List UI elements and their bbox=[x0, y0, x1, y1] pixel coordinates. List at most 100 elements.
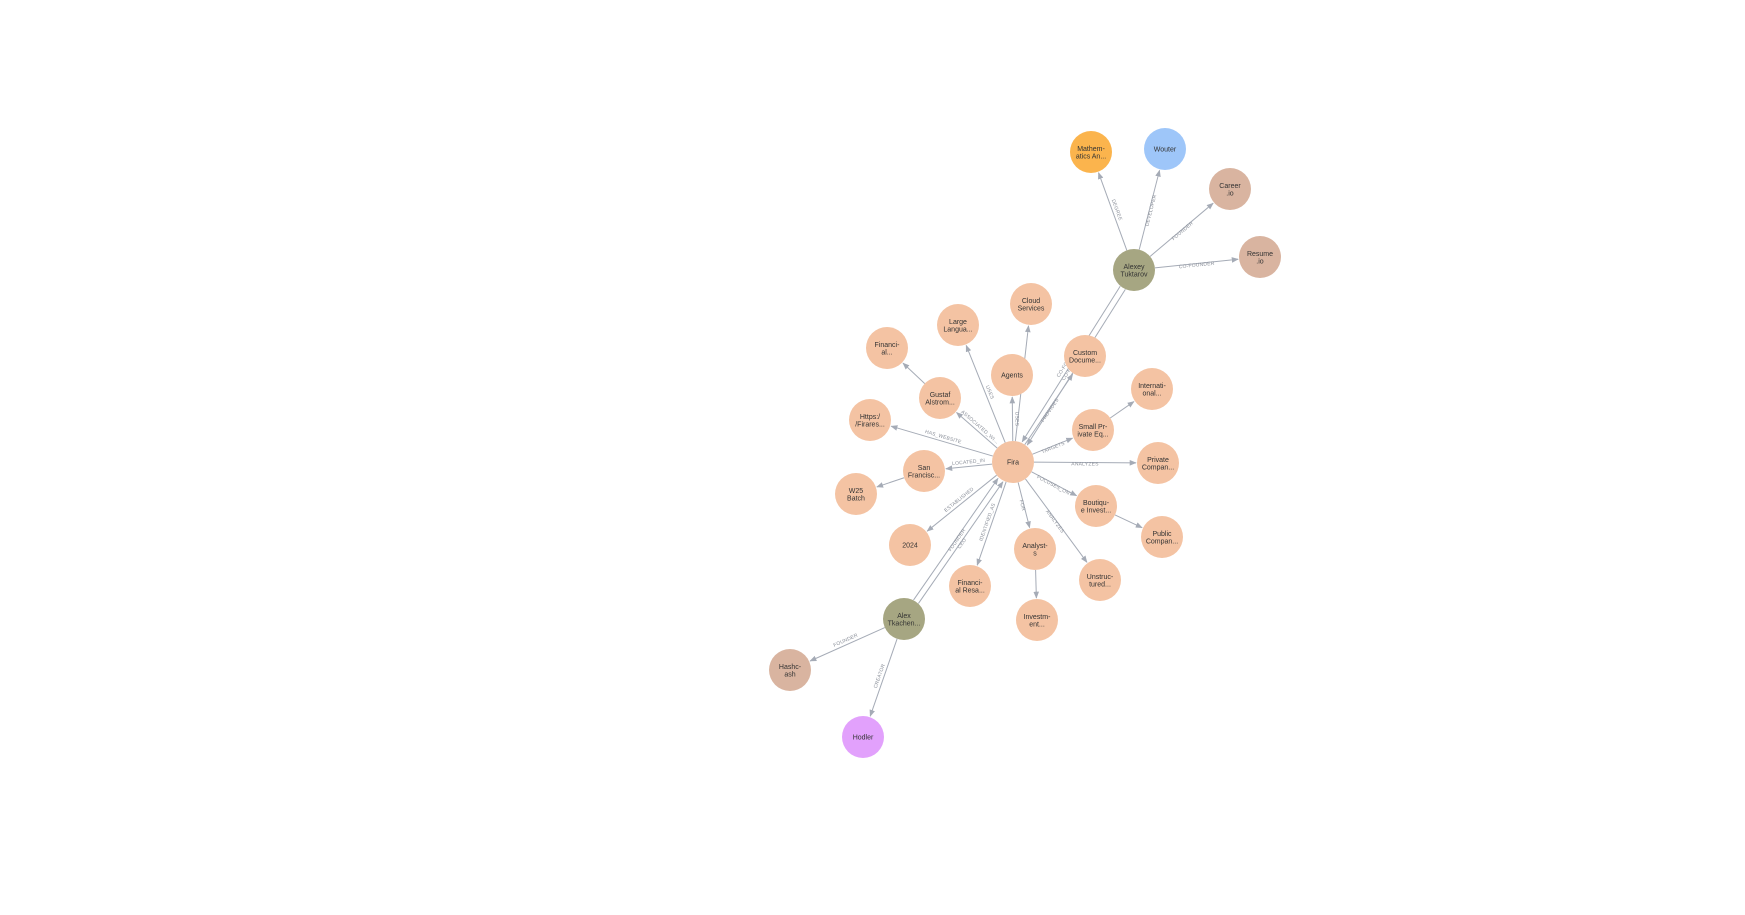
edge-label: ANALYZES bbox=[1044, 509, 1065, 535]
edge-fira-financial2[interactable]: IDENTIFIED_AS bbox=[976, 481, 1007, 566]
edge-label: IDENTIFIED_AS bbox=[979, 502, 998, 542]
node-circle[interactable] bbox=[1131, 368, 1173, 410]
node-https[interactable]: Https://Firares... bbox=[849, 399, 891, 441]
node-agents[interactable]: Agents bbox=[991, 354, 1033, 396]
node-circle[interactable] bbox=[883, 598, 925, 640]
edge-line bbox=[1033, 569, 1040, 599]
node-hashcash[interactable]: Hashc-ash bbox=[769, 649, 811, 691]
node-circle[interactable] bbox=[1010, 283, 1052, 325]
node-circle[interactable] bbox=[1016, 599, 1058, 641]
edge-fira-boutique[interactable]: FOCUSES_ON bbox=[1031, 471, 1078, 497]
edge-label: ANALYZES bbox=[1071, 461, 1099, 467]
edge-label: TARGETS bbox=[1041, 441, 1067, 456]
node-math[interactable]: Mathem-atics An... bbox=[1070, 131, 1112, 173]
node-large[interactable]: LargeLangua... bbox=[937, 304, 979, 346]
edge-line bbox=[890, 425, 993, 457]
node-circle[interactable] bbox=[1144, 128, 1186, 170]
node-private[interactable]: PrivateCompan... bbox=[1137, 442, 1179, 484]
edge-fira-smallpe[interactable]: TARGETS bbox=[1032, 437, 1074, 456]
edge-analysts-investment[interactable] bbox=[1033, 569, 1040, 599]
node-circle[interactable] bbox=[842, 716, 884, 758]
edge-label: FOR bbox=[1018, 499, 1027, 511]
edge-fira-gustaf[interactable]: ASSOCIATED_WI... bbox=[956, 409, 1000, 449]
node-smallpe[interactable]: Small Pr-ivate Eq... bbox=[1072, 409, 1114, 451]
node-sanfran[interactable]: SanFrancisc... bbox=[903, 450, 945, 492]
edge-fira-sanfran[interactable]: LOCATED_IN bbox=[945, 458, 993, 471]
node-y2024[interactable]: 2024 bbox=[889, 524, 931, 566]
edge-line bbox=[918, 481, 1004, 604]
node-hodler[interactable]: Hodler bbox=[842, 716, 884, 758]
node-circle[interactable] bbox=[889, 524, 931, 566]
edge-boutique-public[interactable] bbox=[1114, 514, 1143, 529]
edge-label: ESTABLISHED bbox=[943, 486, 975, 514]
edge-line bbox=[1109, 401, 1135, 419]
edge-alex-hodler[interactable]: CREATOR bbox=[869, 638, 898, 717]
node-circle[interactable] bbox=[1239, 236, 1281, 278]
node-public[interactable]: PublicCompan... bbox=[1141, 516, 1183, 558]
node-wouter[interactable]: Wouter bbox=[1144, 128, 1186, 170]
edge-gustaf-financial1[interactable] bbox=[902, 362, 926, 384]
edge-fira-private[interactable]: ANALYZES bbox=[1033, 460, 1137, 468]
node-gustaf[interactable]: GustafAlstrom... bbox=[919, 377, 961, 419]
edge-line bbox=[1024, 373, 1074, 445]
node-analysts[interactable]: Analyst-s bbox=[1014, 528, 1056, 570]
edge-fira-analysts[interactable]: FOR bbox=[1017, 482, 1031, 529]
edge-sanfran-w25[interactable] bbox=[876, 477, 905, 488]
edge-alexey-resume[interactable]: CO-FOUNDER bbox=[1154, 257, 1239, 271]
node-resume[interactable]: Resume.io bbox=[1239, 236, 1281, 278]
node-custom[interactable]: CustomDocume... bbox=[1064, 335, 1106, 377]
node-circle[interactable] bbox=[949, 565, 991, 607]
edge-line bbox=[1032, 437, 1074, 455]
node-circle[interactable] bbox=[1141, 516, 1183, 558]
node-circle[interactable] bbox=[903, 450, 945, 492]
node-circle[interactable] bbox=[1072, 409, 1114, 451]
node-circle[interactable] bbox=[1014, 528, 1056, 570]
edge-line bbox=[926, 474, 997, 532]
node-financial2[interactable]: Financi-al Resa... bbox=[949, 565, 991, 607]
node-circle[interactable] bbox=[1137, 442, 1179, 484]
edge-label: CO-FOUNDER bbox=[1179, 261, 1216, 271]
node-circle[interactable] bbox=[1079, 559, 1121, 601]
node-boutique[interactable]: Boutiqu-e Invest... bbox=[1075, 485, 1117, 527]
node-circle[interactable] bbox=[991, 354, 1033, 396]
node-circle[interactable] bbox=[1209, 168, 1251, 210]
node-circle[interactable] bbox=[1064, 335, 1106, 377]
edge-alexey-wouter[interactable]: DEVELOPER bbox=[1138, 169, 1161, 250]
edge-fira-large[interactable]: USES bbox=[965, 344, 1006, 443]
edge-alexey-career[interactable]: FOUNDER bbox=[1149, 202, 1214, 257]
node-career[interactable]: Career.io bbox=[1209, 168, 1251, 210]
edge-alexey-math[interactable]: DEGREE bbox=[1098, 172, 1128, 251]
edge-alex-hashcash[interactable]: FOUNDER bbox=[809, 627, 886, 662]
node-circle[interactable] bbox=[1075, 485, 1117, 527]
node-financial1[interactable]: Financi-al... bbox=[866, 327, 908, 369]
node-circle[interactable] bbox=[769, 649, 811, 691]
node-circle[interactable] bbox=[1113, 249, 1155, 291]
node-fira[interactable]: Fira bbox=[992, 441, 1034, 483]
edge-line bbox=[1031, 471, 1078, 497]
node-intl[interactable]: Internati-onal... bbox=[1131, 368, 1173, 410]
edge-line bbox=[1033, 460, 1137, 466]
node-circle[interactable] bbox=[1070, 131, 1112, 173]
edge-label: USES bbox=[1013, 412, 1019, 427]
edge-line bbox=[1098, 172, 1128, 251]
edge-line bbox=[1017, 482, 1031, 529]
node-unstructured[interactable]: Unstruc-tured... bbox=[1079, 559, 1121, 601]
node-circle[interactable] bbox=[937, 304, 979, 346]
edge-fira-custom[interactable]: PROVIDES bbox=[1024, 373, 1074, 445]
edge-fira-agents[interactable]: USES bbox=[1009, 396, 1020, 442]
node-alex[interactable]: AlexTkachen... bbox=[883, 598, 925, 640]
edge-line bbox=[1138, 169, 1161, 250]
node-circle[interactable] bbox=[866, 327, 908, 369]
edge-alex-fira-1[interactable]: CEO bbox=[918, 481, 1004, 604]
edge-smallpe-intl[interactable] bbox=[1109, 401, 1135, 419]
node-circle[interactable] bbox=[919, 377, 961, 419]
node-circle[interactable] bbox=[835, 473, 877, 515]
node-circle[interactable] bbox=[992, 441, 1034, 483]
node-circle[interactable] bbox=[849, 399, 891, 441]
node-investment[interactable]: Investm-ent... bbox=[1016, 599, 1058, 641]
